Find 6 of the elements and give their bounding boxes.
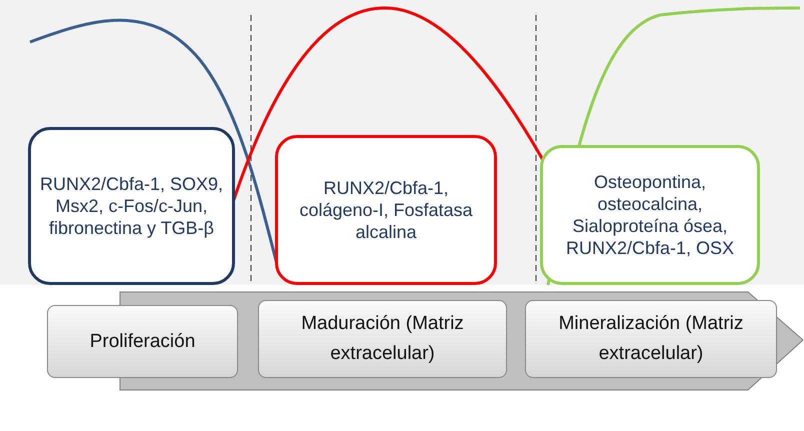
gene-list-card: RUNX2/Cbfa-1, colágeno-I, Fosfatasa alcalina xyxy=(275,135,497,285)
stage-label-card: Maduración (Matriz extracelular) xyxy=(258,300,507,378)
gene-list-card: Osteopontina, osteocalcina, Sialoproteína ósea, RUNX2/Cbfa-1, OSX xyxy=(540,145,760,285)
stage-label-card: Mineralización (Matriz extracelular) xyxy=(525,300,777,378)
stage-label-card: Proliferación xyxy=(47,305,238,378)
gene-list-card: RUNX2/Cbfa-1, SOX9, Msx2, c-Fos/c-Jun, fibronectina y TGB-β xyxy=(28,127,235,285)
